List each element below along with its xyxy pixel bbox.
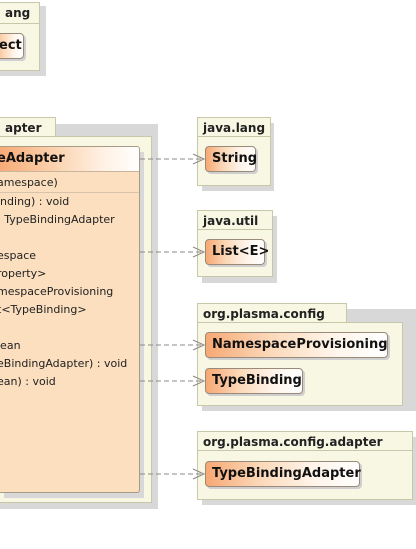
operation-row: t<TypeBinding> [0, 303, 87, 316]
operation-row: lean [0, 339, 21, 352]
package-tab-org-plasma-config-adapter: org.plasma.config.adapter [197, 431, 413, 453]
operation-row: : TypeBindingAdapter [0, 213, 115, 226]
dependency-arrow-list [140, 246, 206, 258]
class-header: eAdapter [0, 147, 139, 172]
dependency-arrow-namespace-provisioning [140, 339, 206, 351]
class-namespace-provisioning[interactable]: NamespaceProvisioning [205, 332, 388, 358]
operation-row: eBindingAdapter) : void [0, 357, 128, 370]
dependency-arrow-string [140, 153, 206, 165]
attribute-row: amespace) [0, 176, 58, 189]
operation-row: mespaceProvisioning [0, 285, 114, 298]
class-object[interactable]: ect [0, 33, 24, 59]
operation-row: espace [0, 249, 37, 262]
operation-row: roperty> [0, 267, 47, 280]
dependency-arrow-type-binding [140, 375, 206, 387]
type-binding-adapter-class[interactable]: eAdapter amespace) inding) : void : Type… [0, 146, 140, 493]
operation-row: ean) : void [0, 375, 56, 388]
class-type-binding-adapter[interactable]: TypeBindingAdapter [205, 461, 361, 487]
compartment-divider [0, 192, 139, 193]
class-title: eAdapter [0, 151, 65, 166]
class-string[interactable]: String [205, 146, 257, 172]
class-type-binding[interactable]: TypeBinding [205, 368, 303, 394]
operation-row: inding) : void [0, 195, 70, 208]
class-list[interactable]: List<E> [205, 239, 269, 265]
package-tab-org-plasma-config: org.plasma.config [197, 303, 347, 325]
package-tab-java-lang: java.lang [197, 117, 271, 139]
package-tab-java-util: java.util [197, 210, 273, 232]
dependency-arrow-type-binding-adapter [140, 468, 206, 480]
